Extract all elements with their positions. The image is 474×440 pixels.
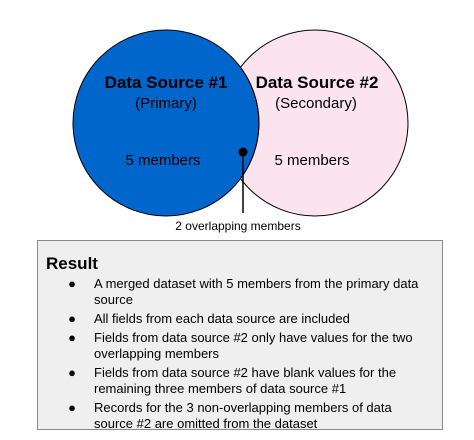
primary-source-subtitle: (Primary) bbox=[135, 95, 197, 112]
bullet-icon: ● bbox=[68, 311, 76, 326]
secondary-source-title: Data Source #2 bbox=[256, 73, 379, 92]
primary-member-count: 5 members bbox=[125, 152, 200, 169]
result-box: Result ● A merged dataset with 5 members… bbox=[37, 240, 443, 432]
result-item-text: Records for the 3 non-overlapping member… bbox=[94, 400, 392, 431]
secondary-source-subtitle: (Secondary) bbox=[275, 95, 357, 112]
venn-diagram: Data Source #1 (Primary) 5 members Data … bbox=[72, 29, 409, 233]
secondary-member-count: 5 members bbox=[274, 152, 349, 169]
result-list: ● A merged dataset with 5 members from t… bbox=[46, 276, 430, 432]
result-item-text: A merged dataset with 5 members from the… bbox=[94, 276, 419, 307]
result-item: ● Fields from data source #2 only have v… bbox=[46, 330, 430, 362]
bullet-icon: ● bbox=[68, 330, 76, 345]
result-item-text: Fields from data source #2 have blank va… bbox=[94, 365, 397, 396]
bullet-icon: ● bbox=[68, 276, 76, 291]
result-title: Result bbox=[46, 254, 98, 273]
primary-source-title: Data Source #1 bbox=[105, 73, 228, 92]
result-item: ● All fields from each data source are i… bbox=[46, 311, 430, 327]
overlap-label: 2 overlapping members bbox=[175, 219, 300, 233]
result-item: ● A merged dataset with 5 members from t… bbox=[46, 276, 430, 308]
result-item-text: Fields from data source #2 only have val… bbox=[94, 330, 413, 361]
result-item: ● Fields from data source #2 have blank … bbox=[46, 365, 430, 397]
primary-source-circle bbox=[72, 29, 260, 217]
result-item: ● Records for the 3 non-overlapping memb… bbox=[46, 400, 430, 432]
bullet-icon: ● bbox=[68, 365, 76, 380]
overlap-outline bbox=[240, 67, 260, 179]
bullet-icon: ● bbox=[68, 400, 76, 415]
result-item-text: All fields from each data source are inc… bbox=[94, 311, 350, 326]
